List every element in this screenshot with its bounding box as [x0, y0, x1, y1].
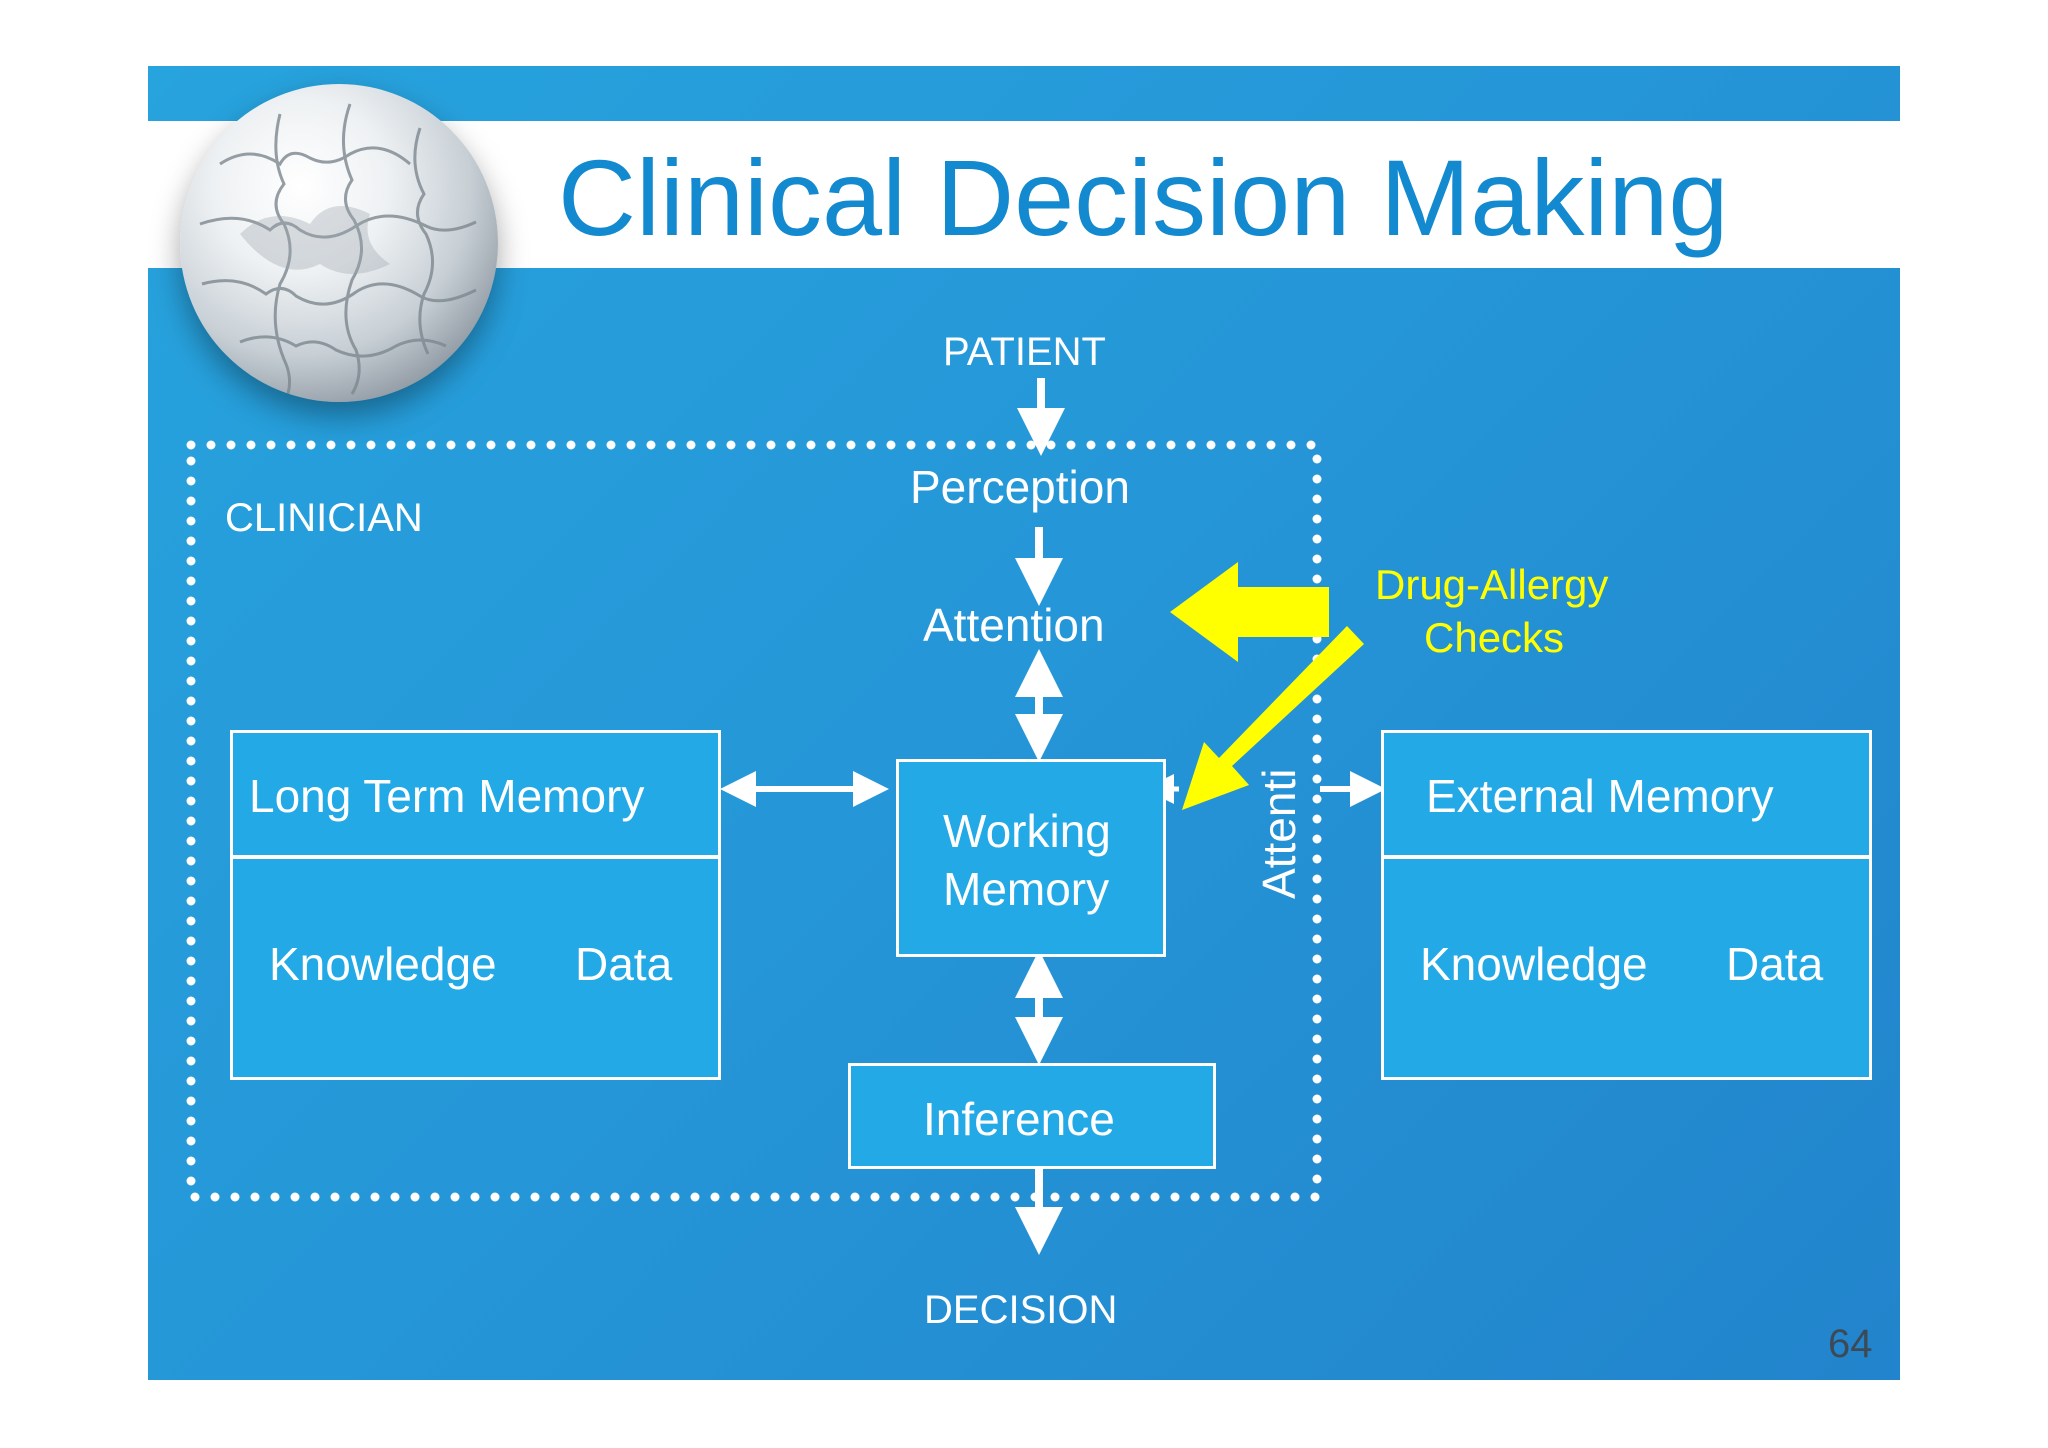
- working-memory-box: Working Memory: [896, 759, 1166, 957]
- page-number: 64: [1828, 1322, 1873, 1366]
- long-term-knowledge-label: Knowledge: [269, 938, 497, 990]
- slide-title: Clinical Decision Making: [558, 137, 1729, 258]
- callout-line1: Drug-Allergy: [1375, 561, 1609, 608]
- perception-label: Perception: [910, 461, 1130, 513]
- callout-line2: Checks: [1424, 614, 1565, 661]
- patient-label: PATIENT: [943, 330, 1106, 374]
- yellow-arrow-working-memory: [1182, 626, 1364, 810]
- external-memory-title: External Memory: [1426, 770, 1774, 822]
- attention-label: Attention: [923, 599, 1105, 651]
- clinician-label: CLINICIAN: [225, 496, 423, 540]
- inference-label: Inference: [923, 1093, 1115, 1145]
- puzzle-globe-icon: [180, 84, 498, 402]
- long-term-memory-content: Knowledge Data: [230, 856, 721, 1080]
- long-term-memory-title: Long Term Memory: [249, 770, 645, 822]
- external-data-label: Data: [1726, 938, 1824, 990]
- diagram-connectors: [186, 378, 1715, 1255]
- inference-box: Inference: [848, 1063, 1216, 1169]
- working-memory-line2: Memory: [943, 863, 1110, 915]
- long-term-memory-box: Long Term Memory: [230, 730, 721, 858]
- slide: Clinical Decision Making: [148, 66, 1900, 1380]
- external-memory-content: Knowledge Data: [1381, 856, 1872, 1080]
- long-term-data-label: Data: [575, 938, 673, 990]
- yellow-arrow-attention: [1170, 562, 1329, 662]
- external-knowledge-label: Knowledge: [1420, 938, 1648, 990]
- clinician-boundary: [186, 440, 1322, 1202]
- working-memory-line1: Working: [943, 805, 1111, 857]
- decision-label: DECISION: [924, 1288, 1118, 1332]
- attention-vertical-label: Attenti: [1253, 768, 1305, 899]
- external-memory-box: External Memory: [1381, 730, 1872, 858]
